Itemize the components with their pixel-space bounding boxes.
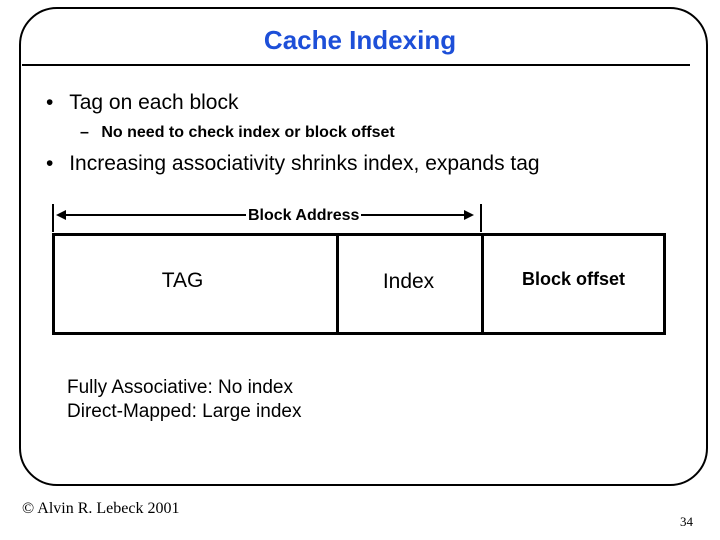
bullet-2: • Increasing associativity shrinks index…: [46, 152, 540, 176]
bullet-2-marker: •: [46, 152, 54, 175]
sub-bullet-marker: –: [80, 124, 89, 141]
page-number: 34: [680, 514, 693, 529]
slide-title: Cache Indexing: [263, 25, 457, 55]
title-divider: [22, 64, 690, 66]
sub-bullet-text: No need to check index or block offset: [101, 124, 395, 141]
address-right-bar: [480, 204, 482, 232]
block-offset-field-label: Block offset: [521, 268, 626, 289]
tag-field-label: TAG: [161, 269, 204, 292]
bullet-2-text: Increasing associativity shrinks index, …: [69, 152, 540, 175]
block-offset-field: Block offset: [481, 233, 666, 335]
address-arrow-left: [56, 210, 66, 220]
index-field: Index: [336, 233, 484, 335]
slide-frame: [19, 7, 708, 486]
copyright: © Alvin R. Lebeck 2001: [22, 500, 180, 517]
block-address-label: Block Address: [246, 207, 362, 225]
sub-bullet: – No need to check index or block offset: [80, 124, 395, 142]
bullet-1-marker: •: [46, 91, 54, 114]
tag-field: TAG: [52, 233, 339, 335]
note-fully-associative: Fully Associative: No index: [67, 377, 293, 398]
index-field-label: Index: [382, 270, 435, 293]
bullet-1-text: Tag on each block: [69, 91, 239, 114]
note-direct-mapped: Direct-Mapped: Large index: [67, 401, 302, 422]
address-arrow-right: [464, 210, 474, 220]
bullet-1: • Tag on each block: [46, 91, 239, 115]
address-left-bar: [52, 204, 54, 232]
